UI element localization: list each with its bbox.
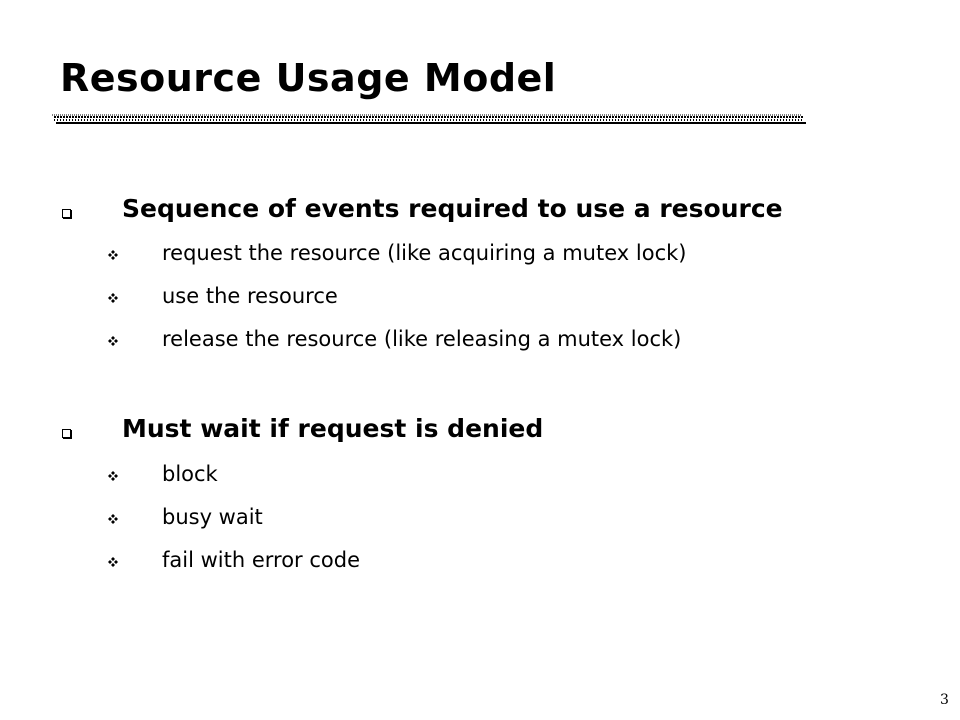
list-item: block (162, 462, 218, 486)
title-underline (52, 114, 806, 124)
slide-title: Resource Usage Model (60, 56, 557, 100)
section-heading: Must wait if request is denied (122, 414, 544, 443)
list-item: release the resource (like releasing a m… (162, 327, 682, 351)
diamond-bullet-icon (108, 514, 118, 524)
list-item: request the resource (like acquiring a m… (162, 241, 687, 265)
diamond-bullet-icon (108, 557, 118, 567)
diamond-bullet-icon (108, 250, 118, 260)
section-heading: Sequence of events required to use a res… (122, 194, 783, 223)
page-number: 3 (940, 692, 949, 708)
square-bullet-icon (62, 429, 71, 438)
square-bullet-icon (62, 209, 71, 218)
list-item: use the resource (162, 284, 338, 308)
diamond-bullet-icon (108, 336, 118, 346)
list-item: busy wait (162, 505, 263, 529)
diamond-bullet-icon (108, 471, 118, 481)
diamond-bullet-icon (108, 293, 118, 303)
list-item: fail with error code (162, 548, 360, 572)
